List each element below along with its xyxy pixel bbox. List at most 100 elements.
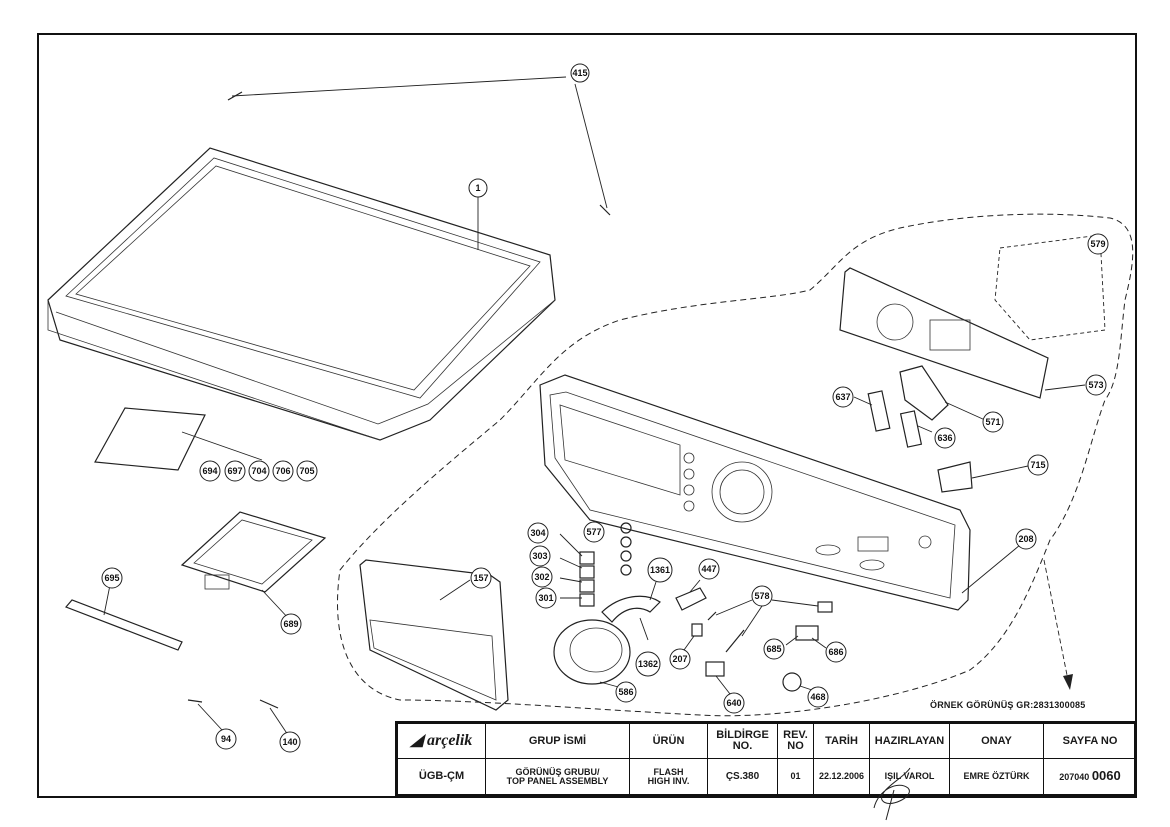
- group-name-header: GRUP İSMİ: [485, 723, 630, 759]
- b301: 301: [535, 587, 557, 609]
- page-no-header: SAYFA NO: [1043, 723, 1137, 759]
- part-577-indicator-buttons: [620, 522, 632, 576]
- part-207-clip: [683, 635, 695, 651]
- b207: 207: [669, 648, 691, 670]
- part-640-selector: [705, 661, 731, 695]
- rev-header: REV. NO: [777, 723, 814, 759]
- part-label-447: 447: [701, 564, 716, 574]
- b706: 706: [272, 460, 294, 482]
- part-label-689: 689: [283, 619, 298, 629]
- part-label-640: 640: [726, 698, 741, 708]
- b578: 578: [751, 585, 773, 607]
- sample-view-caption: ÖRNEK GÖRÜNÜŞ GR:2831300085: [930, 700, 1086, 710]
- part-637-636-571-connectors: [853, 365, 1029, 493]
- b447: 447: [698, 558, 720, 580]
- group-name-line1: GÖRÜNÜŞ GRUBU/: [515, 766, 600, 777]
- b637: 637: [832, 386, 854, 408]
- b689: 689: [280, 613, 302, 635]
- part-label-304: 304: [530, 528, 545, 538]
- part-label-1361: 1361: [650, 565, 670, 575]
- b686: 686: [825, 641, 847, 663]
- logo-cell: ◢ arçelik: [397, 723, 486, 759]
- approval-value: EMRE ÖZTÜRK: [949, 758, 1044, 795]
- logo-text: arçelik: [426, 731, 473, 749]
- part-label-301: 301: [538, 593, 553, 603]
- b695: 695: [101, 567, 123, 589]
- part-689-detergent-flap: [180, 511, 327, 621]
- title-block: ◢ arçelik GRUP İSMİ ÜRÜN BİLDİRGE NO. RE…: [395, 721, 1137, 797]
- part-208-control-panel: [539, 374, 1021, 611]
- part-label-586: 586: [618, 687, 633, 697]
- part-label-695: 695: [104, 573, 119, 583]
- b208: 208: [1015, 528, 1037, 550]
- arcelik-logo: ◢ arçelik: [410, 731, 473, 749]
- b468: 468: [807, 686, 829, 708]
- b640: 640: [723, 692, 745, 714]
- date-value: 22.12.2006: [813, 758, 870, 795]
- part-label-208: 208: [1018, 534, 1033, 544]
- assembly-group-outline: [337, 213, 1134, 717]
- part-label-94: 94: [221, 734, 231, 744]
- b571: 571: [982, 411, 1004, 433]
- part-label-571: 571: [985, 417, 1000, 427]
- product-header: ÜRÜN: [629, 723, 708, 759]
- part-label-637: 637: [835, 392, 850, 402]
- page-prefix: 207040: [1059, 772, 1090, 782]
- date-header: TARİH: [813, 723, 870, 759]
- b715: 715: [1027, 454, 1049, 476]
- part-label-303: 303: [532, 551, 547, 561]
- part-label-302: 302: [534, 572, 549, 582]
- product-line1: FLASH: [653, 766, 684, 777]
- part-label-577: 577: [586, 527, 601, 537]
- b694: 694: [199, 460, 221, 482]
- b636: 636: [934, 427, 956, 449]
- product-line2: HIGH INV.: [647, 775, 690, 786]
- page-suffix: 0060: [1091, 768, 1121, 783]
- part-573-electronic-board: [839, 267, 1086, 399]
- b157: 157: [470, 567, 492, 589]
- part-157-drawer-handle: [359, 559, 509, 711]
- b1361: 1361: [647, 557, 673, 583]
- part-94-140-screws: [187, 699, 289, 736]
- b697: 697: [224, 460, 246, 482]
- part-301-304-push-buttons: [559, 533, 595, 607]
- part-label-1362: 1362: [638, 659, 658, 669]
- part-label-685: 685: [766, 644, 781, 654]
- part-447-display-lens: [675, 579, 707, 611]
- b415: 415: [570, 63, 590, 83]
- part-label-1: 1: [475, 183, 480, 193]
- b573: 573: [1085, 374, 1107, 396]
- part-label-157: 157: [473, 573, 488, 583]
- part-label-579: 579: [1090, 239, 1105, 249]
- prepared-name: IŞIL VAROL: [884, 771, 935, 781]
- group-name-value: GÖRÜNÜŞ GRUBU/ TOP PANEL ASSEMBLY: [485, 758, 630, 795]
- b705: 705: [296, 460, 318, 482]
- part-578-springs-leds: [691, 599, 833, 653]
- rev-value: 01: [777, 758, 814, 795]
- part-415-screws: [227, 76, 611, 216]
- page-no-value: 207040 0060: [1043, 758, 1137, 795]
- part-694-label-plate: [94, 407, 263, 471]
- b302: 302: [531, 566, 553, 588]
- part-label-468: 468: [810, 692, 825, 702]
- code-value: ÜGB-ÇM: [397, 758, 486, 795]
- group-name-line2: TOP PANEL ASSEMBLY: [506, 775, 609, 786]
- b1362: 1362: [635, 651, 661, 677]
- part-label-706: 706: [275, 466, 290, 476]
- approval-header: ONAY: [949, 723, 1044, 759]
- part-1361-1362-button-holder: [601, 581, 661, 641]
- part-586-program-knob: [553, 619, 631, 689]
- b140: 140: [279, 731, 301, 753]
- part-label-694: 694: [202, 466, 217, 476]
- part-label-636: 636: [937, 433, 952, 443]
- b704: 704: [248, 460, 270, 482]
- b303: 303: [529, 545, 551, 567]
- b1: 1: [468, 178, 488, 198]
- part-label-686: 686: [828, 647, 843, 657]
- drawing-frame: [37, 33, 1137, 798]
- part-label-715: 715: [1030, 460, 1045, 470]
- part-label-207: 207: [672, 654, 687, 664]
- b586: 586: [615, 681, 637, 703]
- view-arrow: [1043, 559, 1069, 681]
